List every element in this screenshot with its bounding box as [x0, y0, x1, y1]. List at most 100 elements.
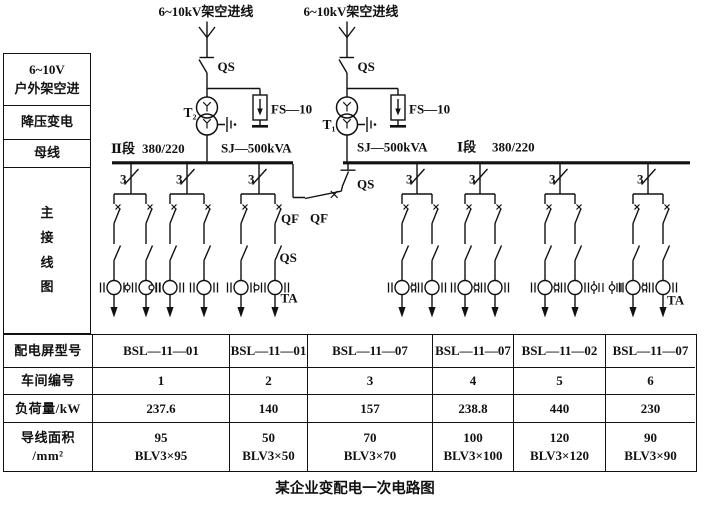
tie-qf-x-mark [330, 190, 339, 199]
t1-label: T₁ [322, 117, 335, 132]
surge-arrester-fs10-right [390, 94, 406, 128]
sidebar-row-incoming: 6~10V 户外架空进 [4, 54, 90, 106]
wye-icon [202, 101, 212, 112]
neutral-ground-icon [217, 117, 232, 132]
model-cell: BSL—11—07 [308, 335, 433, 368]
feeder-group-5 [465, 164, 495, 195]
feeder-branch [189, 193, 219, 319]
wye-icon [202, 118, 212, 129]
phase-label: 3 [549, 172, 556, 187]
phase-label: 3 [248, 172, 255, 187]
wye-icon [342, 101, 352, 112]
workshop-cell: 5 [514, 368, 606, 395]
feeder-branch [530, 193, 560, 319]
incoming-arrow-icon [338, 26, 356, 38]
transformer-t1 [335, 96, 377, 162]
phase-label: 3 [120, 172, 127, 187]
qs-blade [338, 59, 348, 74]
phase-label: 3 [406, 172, 413, 187]
wire-cell: 90 BLV3×90 [624, 430, 677, 463]
feeder-group-7 [633, 164, 663, 195]
workshop-cell: 2 [230, 368, 308, 395]
load-cell: 157 [308, 395, 433, 423]
qs-blade [198, 59, 208, 74]
incoming-label-right: 6~10kV架空进线 [304, 4, 399, 19]
tie-qs-fixed-contact [340, 164, 356, 171]
load-cell: 238.8 [433, 395, 514, 423]
fs10-label-left: FS—10 [271, 102, 312, 117]
load-cell: 237.6 [93, 395, 230, 423]
sidebar-row-main-wiring: 主 接 线 图 [40, 205, 54, 295]
load-cell: 140 [230, 395, 308, 423]
feeder-branch [417, 193, 447, 319]
fs10-label-right: FS—10 [409, 102, 450, 117]
wye-icon [342, 118, 352, 129]
legend-sidebar: 6~10V 户外架空进 降压变电 母线 主 接 线 图 [3, 53, 91, 334]
row-header-wire-area: 导线面积 /mm² [4, 423, 93, 471]
workshop-cell: 6 [606, 368, 695, 395]
sj-label-left: SJ—500kVA [221, 141, 292, 156]
bus2-voltage-label: 380/220 [142, 141, 185, 156]
qs-label-incoming-right: QS [358, 59, 375, 74]
wire-cell: 70 BLV3×70 [308, 423, 433, 471]
incoming-label-left: 6~10kV架空进线 [159, 4, 254, 19]
qs-label-incoming-left: QS [218, 59, 235, 74]
feeder-branch [131, 193, 161, 319]
model-cell: BSL—11—01 [230, 335, 308, 368]
model-cell: BSL—11—02 [514, 335, 606, 368]
ta-stray-marks [590, 281, 622, 294]
row-header-workshop: 车间编号 [4, 368, 93, 395]
feeder-branch [560, 193, 590, 319]
row-header-model: 配电屏型号 [4, 335, 93, 368]
feeder-group-1 [114, 164, 146, 195]
spec-table: 配电屏型号 BSL—11—01 BSL—11—01 BSL—11—07 BSL—… [3, 334, 697, 472]
row-header-load: 负荷量/kW [4, 395, 93, 423]
feeder-branch [618, 193, 648, 319]
sj-label-right: SJ—500kVA [357, 140, 428, 155]
tie-qf-blade [304, 190, 342, 200]
wire-cell: 95 BLV3×95 [93, 423, 230, 471]
model-cell: BSL—11—07 [606, 335, 695, 368]
feeder-group-2 [170, 164, 204, 195]
load-cell: 230 [606, 395, 695, 423]
feeder-ta-label: TA [281, 291, 299, 306]
t2-label: T₂ [183, 105, 196, 120]
phase-label: 3 [469, 172, 476, 187]
feeder-qf-label: QF [281, 211, 299, 226]
wire-cell: 50 BLV3×50 [230, 423, 308, 471]
neutral-ground-icon [357, 117, 372, 132]
incoming-line-right [338, 21, 399, 97]
model-cell: BSL—11—07 [433, 335, 514, 368]
feeder-ta-label-right: TA [667, 293, 685, 308]
feeder-branch [155, 193, 185, 319]
feeder-qs-label: QS [280, 250, 297, 265]
tie-qf-label: QF [310, 211, 328, 226]
sidebar-row-bus: 母线 [4, 140, 90, 168]
surge-arrester-fs10-left [252, 94, 268, 128]
feeder-branch [480, 193, 510, 319]
sidebar-row-stepdown: 降压变电 [4, 106, 90, 140]
tie-qs-blade [340, 171, 350, 192]
wire-cell: 100 BLV3×100 [433, 423, 514, 471]
ta-o-marks [124, 284, 648, 291]
winding-circle [335, 96, 359, 119]
figure-caption: 某企业变配电一次电路图 [275, 481, 435, 497]
workshop-cell: 3 [308, 368, 433, 395]
workshop-cell: 1 [93, 368, 230, 395]
model-cell: BSL—11—01 [93, 335, 230, 368]
incoming-arrow-icon [198, 26, 216, 38]
feeder-branch [99, 193, 129, 319]
phase-label: 3 [176, 172, 183, 187]
bus-tie [292, 164, 356, 200]
tie-qs-label: QS [357, 177, 374, 192]
winding-circle [195, 96, 219, 119]
feeder-branch [226, 193, 256, 319]
bus1-seg-label: Ⅰ段 [457, 140, 476, 155]
transformer-t2 [195, 96, 237, 162]
feeder-branch [450, 193, 480, 319]
feeder-group-6 [545, 164, 575, 195]
feeder-group-3 [241, 164, 275, 195]
load-cell: 440 [514, 395, 606, 423]
